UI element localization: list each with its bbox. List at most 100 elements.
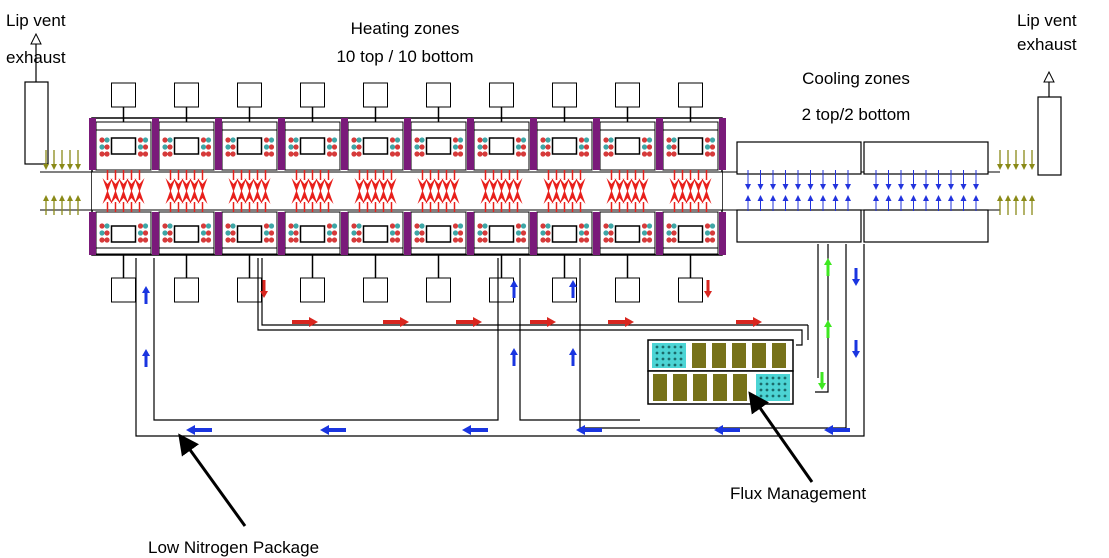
nitrogen-ducting <box>135 244 865 437</box>
heater-module-top <box>347 82 404 171</box>
zone-divider-bottom <box>341 212 348 255</box>
duct-arrow-blue <box>714 425 740 435</box>
heating-zones-title: Heating zones <box>351 19 460 38</box>
zone-divider-top <box>341 118 348 170</box>
zone-divider-top <box>656 118 663 170</box>
cooler-module-bottom <box>863 209 989 243</box>
flux-bar <box>693 374 707 401</box>
heating-airflow-arrows <box>102 170 712 212</box>
zone-divider-bottom <box>467 212 474 255</box>
duct-arrow-blue <box>142 286 150 304</box>
flux-bar <box>692 343 706 368</box>
zone-divider-bottom <box>719 212 726 255</box>
cooling-zones-title: Cooling zones <box>802 69 910 88</box>
heater-module-top <box>158 82 215 171</box>
zone-divider-top <box>467 118 474 170</box>
duct-arrow-red <box>736 317 762 327</box>
zone-divider-top <box>215 118 222 170</box>
duct-arrow-red <box>608 317 634 327</box>
duct-arrow-blue <box>852 268 860 286</box>
zone-divider-top <box>404 118 411 170</box>
heater-module-top <box>221 82 278 171</box>
flux-bar <box>732 343 746 368</box>
flux-bar <box>673 374 687 401</box>
heater-module-top <box>95 82 152 171</box>
nitrogen-callout-arrow <box>178 433 247 527</box>
heater-module-bottom <box>347 211 404 303</box>
zone-divider-bottom <box>152 212 159 255</box>
heater-module-top <box>662 82 719 171</box>
zone-divider-top <box>152 118 159 170</box>
duct-arrow-blue <box>462 425 488 435</box>
zone-divider-bottom <box>404 212 411 255</box>
cooler-module-bottom <box>736 209 862 243</box>
zone-divider-bottom <box>215 212 222 255</box>
duct-arrow-blue <box>510 348 518 366</box>
flux-bar <box>733 374 747 401</box>
lip-vent-left-label-1: Lip vent <box>6 11 66 30</box>
heater-module-top <box>410 82 467 171</box>
duct-arrow-red <box>530 317 556 327</box>
heating-zones-subtitle: 10 top / 10 bottom <box>336 47 473 66</box>
duct-arrow-blue <box>824 425 850 435</box>
cooler-module-top <box>736 141 862 175</box>
heater-module-top <box>536 82 593 171</box>
duct-arrow-red <box>292 317 318 327</box>
duct-arrow-blue <box>510 280 518 298</box>
zone-dividers <box>89 118 726 255</box>
duct-arrow-blue <box>852 340 860 358</box>
cooling-zones-subtitle: 2 top/2 bottom <box>802 105 911 124</box>
heater-module-bottom <box>158 211 215 303</box>
zone-divider-bottom <box>656 212 663 255</box>
zone-divider-top <box>719 118 726 170</box>
zone-divider-bottom <box>593 212 600 255</box>
duct-arrow-blue <box>142 349 150 367</box>
low-nitrogen-package-label: Low Nitrogen Package <box>148 538 319 557</box>
cooler-module-top <box>863 141 989 175</box>
heater-module-bottom <box>221 211 278 303</box>
lip-vent-right <box>1037 70 1062 176</box>
duct-arrow-blue <box>320 425 346 435</box>
zone-divider-top <box>278 118 285 170</box>
duct-arrow-red <box>260 280 268 298</box>
heater-module-top <box>473 82 530 171</box>
duct-arrow-blue <box>569 280 577 298</box>
duct-arrow-red <box>704 280 712 298</box>
duct-arrow-red <box>383 317 409 327</box>
heater-module-bottom <box>473 211 530 303</box>
zone-divider-bottom <box>89 212 96 255</box>
vent-flow-left <box>43 150 81 215</box>
duct-arrow-blue <box>186 425 212 435</box>
duct-arrow-green <box>824 320 832 338</box>
flux-bar <box>752 343 766 368</box>
duct-arrow-blue <box>576 425 602 435</box>
heater-module-bottom <box>662 211 719 303</box>
flux-bar <box>653 374 667 401</box>
heater-module-bottom <box>410 211 467 303</box>
zone-divider-bottom <box>278 212 285 255</box>
lip-vent-right-label-1: Lip vent <box>1017 11 1077 30</box>
heater-module-bottom <box>599 211 656 303</box>
lip-vent-right-label-2: exhaust <box>1017 35 1077 54</box>
duct-arrow-green <box>824 258 832 276</box>
heater-module-top <box>599 82 656 171</box>
vent-flow-right <box>997 150 1035 215</box>
zone-divider-top <box>530 118 537 170</box>
flux-callout-arrow <box>748 391 814 483</box>
flux-bar <box>712 343 726 368</box>
zone-divider-top <box>89 118 96 170</box>
heater-module-bottom <box>536 211 593 303</box>
duct-arrow-green <box>818 372 826 390</box>
flux-bar <box>772 343 786 368</box>
zone-divider-bottom <box>530 212 537 255</box>
heater-modules <box>95 82 719 303</box>
flux-bar <box>713 374 727 401</box>
heater-module-bottom <box>95 211 152 303</box>
flux-management-label: Flux Management <box>730 484 866 503</box>
heater-module-top <box>284 82 341 171</box>
duct-flow-arrows <box>142 258 860 435</box>
cooling-zone <box>736 141 989 243</box>
duct-arrow-blue <box>569 348 577 366</box>
lip-vent-left <box>24 32 49 165</box>
